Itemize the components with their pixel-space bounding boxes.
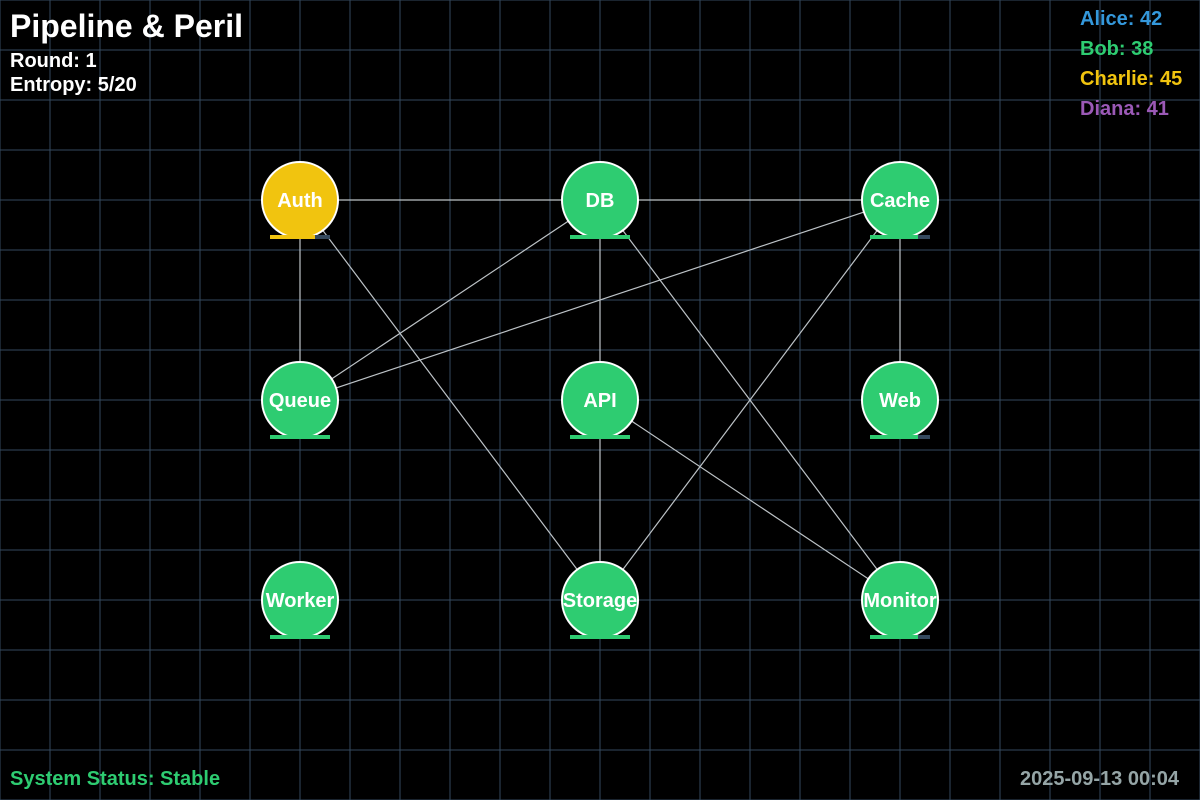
player-score-diana: Diana: 41: [1080, 98, 1169, 120]
health-bar-fill: [870, 435, 918, 439]
node-auth[interactable]: Auth: [261, 161, 339, 239]
node-web[interactable]: Web: [861, 361, 939, 439]
health-bar-fill: [270, 435, 330, 439]
node-cache[interactable]: Cache: [861, 161, 939, 239]
node-label: Worker: [266, 590, 335, 612]
node-label: Queue: [269, 390, 331, 412]
entropy-meter: Entropy: 5/20: [10, 74, 137, 96]
node-monitor[interactable]: Monitor: [861, 561, 939, 639]
node-db[interactable]: DB: [561, 161, 639, 239]
round-counter: Round: 1: [10, 50, 97, 72]
node-storage[interactable]: Storage: [561, 561, 639, 639]
node-label: Web: [879, 390, 921, 412]
health-bar-fill: [570, 235, 630, 239]
node-worker[interactable]: Worker: [261, 561, 339, 639]
node-label: Cache: [870, 190, 930, 212]
edge-cache-storage: [599, 199, 901, 601]
health-bar-fill: [270, 635, 330, 639]
node-label: DB: [586, 190, 615, 212]
health-bar-fill: [570, 635, 630, 639]
node-label: Auth: [277, 190, 323, 212]
player-score-bob: Bob: 38: [1080, 38, 1154, 60]
node-queue[interactable]: Queue: [261, 361, 339, 439]
edge-api-monitor: [599, 399, 901, 601]
edge-db-queue: [299, 199, 601, 401]
health-bar-fill: [570, 435, 630, 439]
system-status: System Status: Stable: [10, 768, 221, 790]
edge-auth-storage: [299, 199, 601, 601]
player-score-charlie: Charlie: 45: [1080, 68, 1183, 90]
node-label: Storage: [563, 590, 637, 612]
game-title: Pipeline & Peril: [10, 8, 243, 44]
timestamp: 2025-09-13 00:04: [1020, 768, 1180, 790]
node-label: API: [583, 390, 616, 412]
health-bar-fill: [270, 235, 315, 239]
edge-cache-queue: [299, 199, 901, 401]
node-label: Monitor: [863, 590, 937, 612]
health-bar-fill: [870, 235, 918, 239]
health-bar-fill: [870, 635, 918, 639]
player-score-alice: Alice: 42: [1080, 8, 1163, 30]
node-api[interactable]: API: [561, 361, 639, 439]
